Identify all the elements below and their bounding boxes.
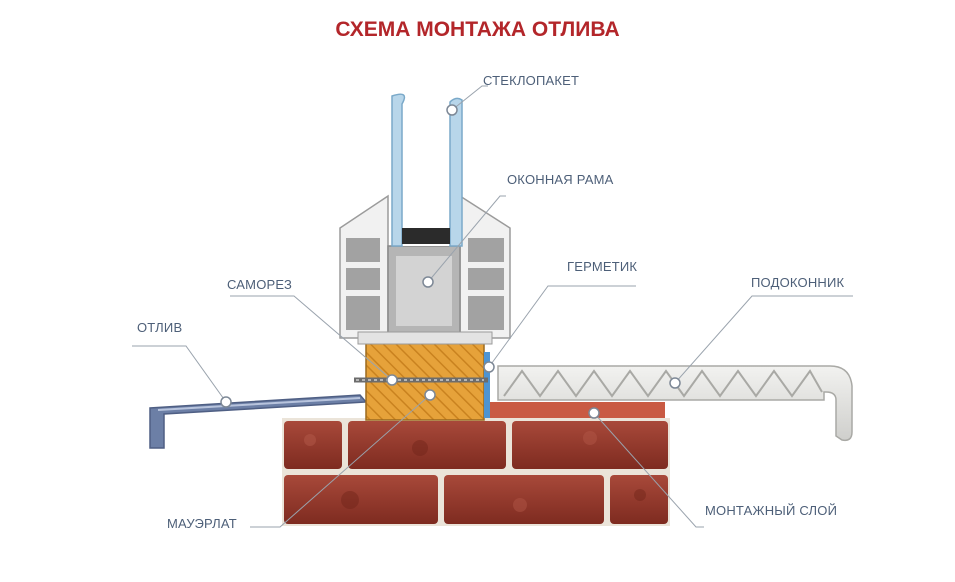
label-glass-unit: СТЕКЛОПАКЕТ [483, 73, 580, 88]
label-sealant: ГЕРМЕТИК [567, 259, 638, 274]
marker-wall-plate [424, 389, 436, 401]
sealant [484, 352, 490, 418]
label-window-sill: ПОДОКОННИК [751, 275, 845, 290]
label-drip-sill: ОТЛИВ [137, 320, 183, 335]
label-mounting-layer: МОНТАЖНЫЙ СЛОЙ [705, 503, 838, 518]
leader-lines [132, 85, 853, 528]
marker-mounting-layer [588, 407, 600, 419]
marker-sealant [483, 361, 495, 373]
window-sill [497, 365, 853, 442]
window-frame [339, 194, 511, 345]
mounting-layer [487, 402, 665, 418]
brick-wall [282, 418, 670, 526]
label-window-frame: ОКОННАЯ РАМА [507, 172, 614, 187]
marker-glass-unit [446, 104, 458, 116]
glass-unit [391, 91, 463, 247]
label-screw: САМОРЕЗ [227, 277, 293, 292]
diagram-title: СХЕМА МОНТАЖА ОТЛИВА [335, 18, 620, 41]
label-wall-plate: МАУЭРЛАТ [167, 516, 237, 531]
marker-screw [386, 374, 398, 386]
marker-drip-sill [220, 396, 232, 408]
marker-window-sill [669, 377, 681, 389]
marker-window-frame [422, 276, 434, 288]
label-markers [220, 104, 681, 419]
